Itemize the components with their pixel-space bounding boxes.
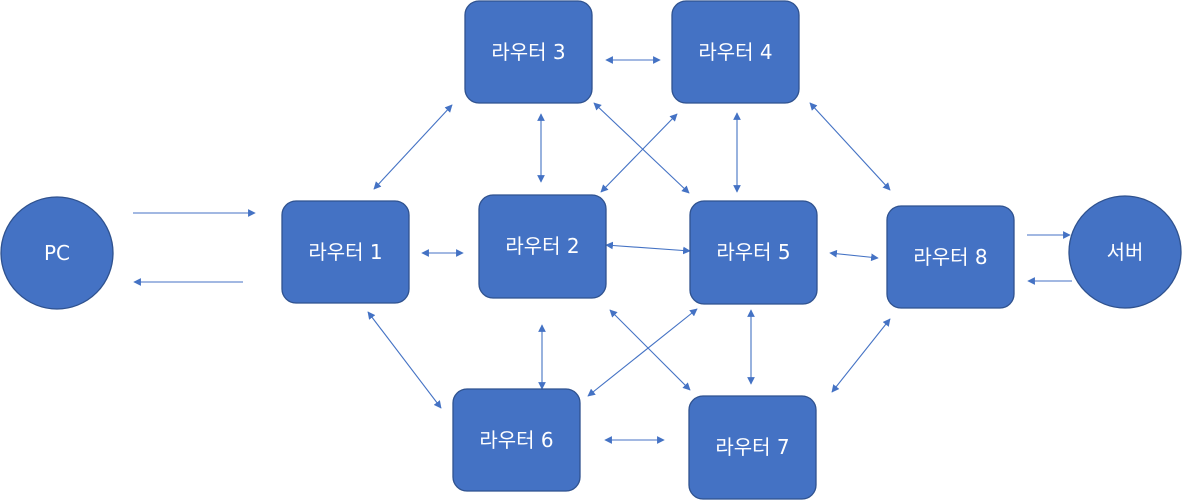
router-2-shape — [478, 194, 607, 299]
node-router-6: 라우터 6 — [452, 388, 581, 492]
node-router-1: 라우터 1 — [281, 200, 410, 304]
router-7-shape — [688, 395, 817, 500]
router-8-label: 라우터 8 — [913, 245, 987, 269]
router-5-label: 라우터 5 — [716, 240, 790, 264]
router-6-shape — [452, 388, 581, 492]
router-1-shape — [281, 200, 410, 304]
router-8-shape — [886, 205, 1015, 309]
edge-r1-r3 — [373, 104, 453, 190]
router-3-label: 라우터 3 — [491, 40, 565, 64]
router-6-label: 라우터 6 — [479, 428, 553, 452]
edge-r7-r8 — [831, 318, 891, 393]
node-router-3: 라우터 3 — [464, 0, 593, 104]
edge-r2-r7 — [609, 309, 691, 391]
edge-r5-r8 — [829, 249, 879, 262]
server-label: 서버 — [1107, 240, 1144, 264]
node-pc: PC — [0, 196, 114, 310]
node-router-7: 라우터 7 — [688, 395, 817, 500]
node-router-5: 라우터 5 — [689, 200, 818, 305]
connections — [133, 56, 1072, 444]
router-5-shape — [689, 200, 818, 305]
node-router-8: 라우터 8 — [886, 205, 1015, 309]
router-2-label: 라우터 2 — [505, 234, 579, 258]
edge-r2-r5 — [605, 241, 691, 255]
router-4-shape — [671, 0, 800, 104]
node-router-4: 라우터 4 — [671, 0, 800, 104]
node-router-2: 라우터 2 — [478, 194, 607, 299]
edge-r1-r6 — [367, 311, 442, 409]
edge-r4-r2 — [600, 113, 678, 193]
router-4-label: 라우터 4 — [698, 40, 772, 64]
pc-label: PC — [44, 241, 70, 265]
node-server: 서버 — [1068, 195, 1182, 309]
router-1-label: 라우터 1 — [308, 240, 382, 264]
router-7-label: 라우터 7 — [715, 435, 789, 459]
server-shape — [1068, 195, 1182, 309]
edge-r5-r6 — [587, 308, 698, 397]
pc-shape — [0, 196, 114, 310]
edge-r4-r8 — [809, 102, 891, 191]
router-3-shape — [464, 0, 593, 104]
